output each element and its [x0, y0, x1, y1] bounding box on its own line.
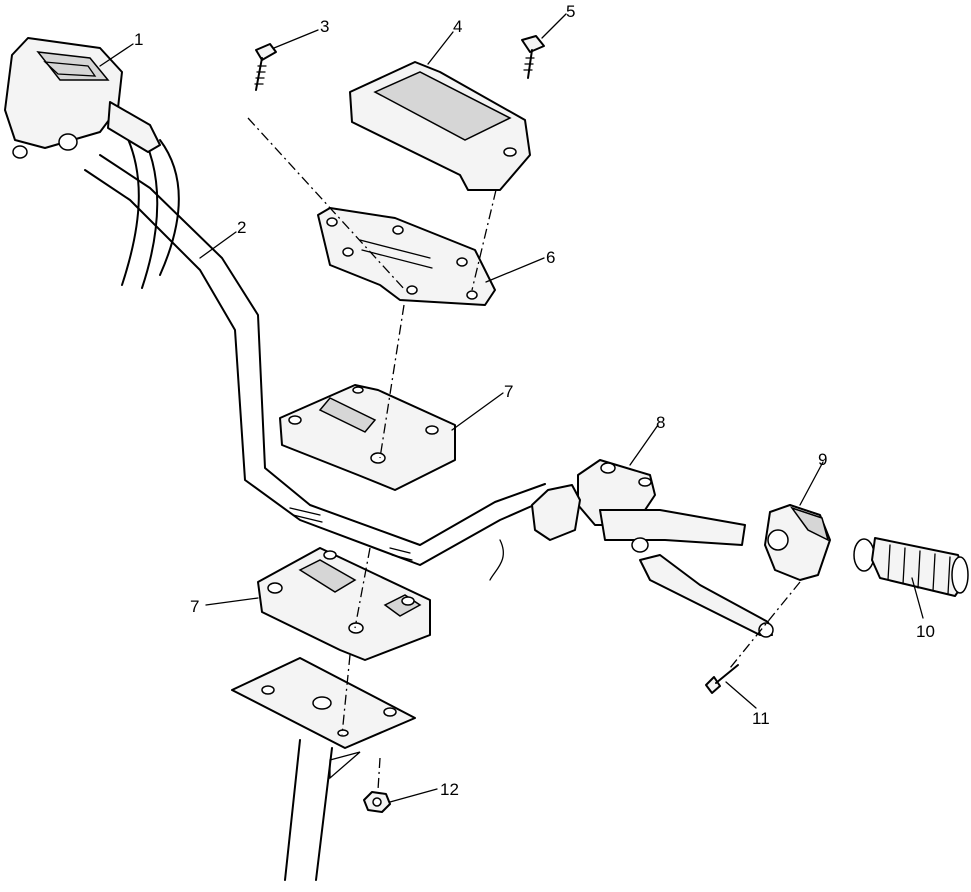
leader-lines — [99, 13, 924, 803]
brake-master-cylinder — [531, 459, 774, 638]
bolt-5 — [521, 35, 545, 79]
callout-4: 4 — [453, 17, 462, 36]
callout-8: 8 — [656, 413, 665, 432]
switch-housing — [764, 504, 831, 581]
screw-11 — [705, 664, 739, 694]
handlebar — [84, 154, 551, 581]
alignment-lines — [247, 117, 801, 791]
callout-3: 3 — [320, 17, 329, 36]
callout-2: 2 — [237, 218, 246, 237]
mounting-plate — [231, 657, 416, 749]
nut-12 — [363, 791, 391, 813]
callout-7-lower: 7 — [190, 597, 199, 616]
steering-column — [284, 739, 361, 881]
callout-labels: 1 2 3 4 5 6 7 7 8 9 10 11 12 — [134, 2, 935, 799]
bracket-plate — [317, 207, 496, 306]
grip — [853, 537, 969, 597]
upper-clamp — [279, 384, 456, 491]
callout-6: 6 — [546, 248, 555, 267]
callout-11: 11 — [752, 709, 770, 728]
screw-3 — [254, 43, 277, 91]
throttle-control — [4, 37, 161, 159]
callout-12: 12 — [440, 780, 459, 799]
handlebar-cover — [349, 61, 531, 191]
lower-clamp — [257, 547, 431, 661]
callout-7-upper: 7 — [504, 382, 513, 401]
callout-5: 5 — [566, 2, 575, 21]
callout-1: 1 — [134, 30, 143, 49]
callout-10: 10 — [916, 622, 935, 641]
callout-9: 9 — [818, 450, 827, 469]
